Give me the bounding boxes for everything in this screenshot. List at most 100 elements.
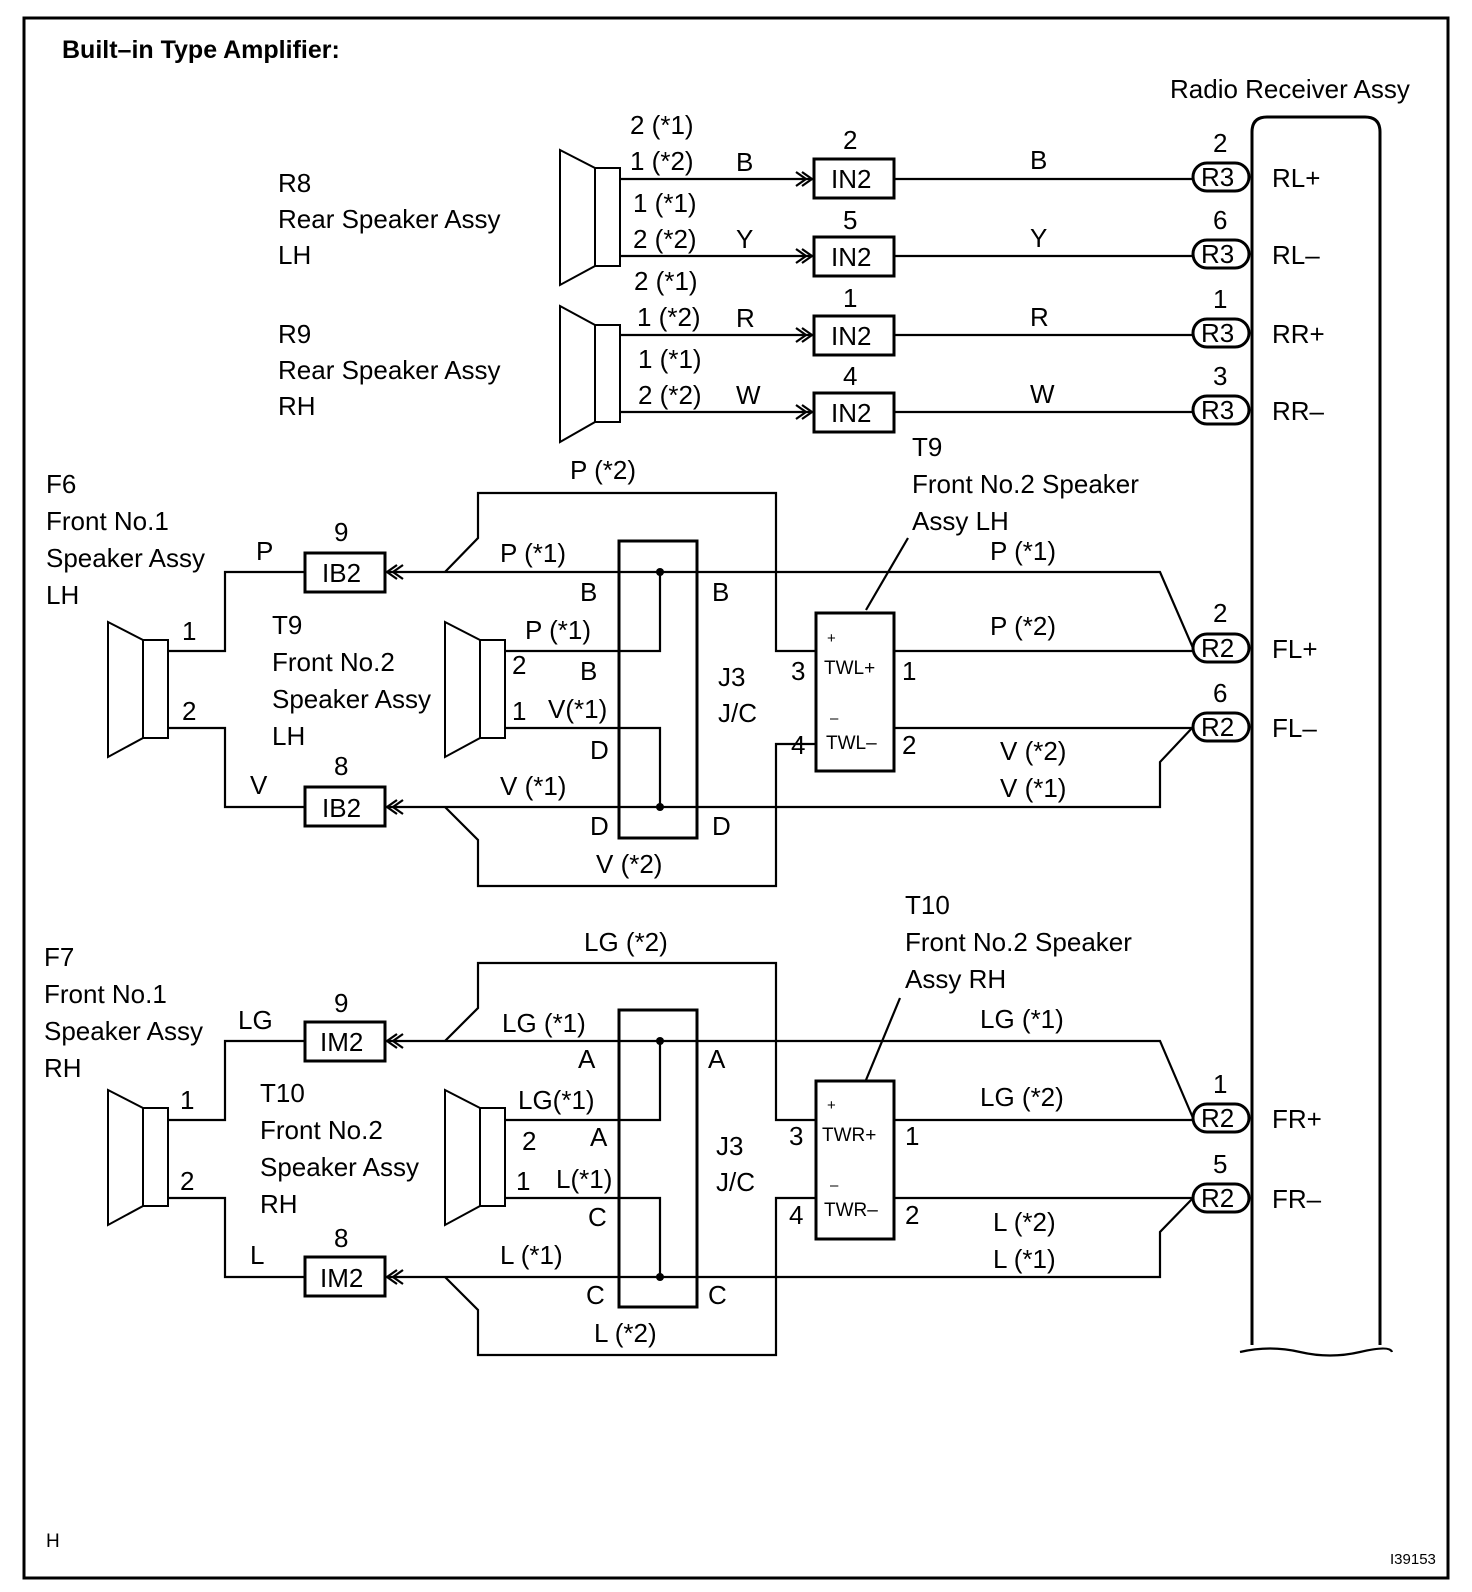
pin-number: 3 (791, 656, 805, 686)
pin-number: 8 (334, 751, 348, 781)
jc-terminal: B (712, 577, 729, 607)
jc-box-rh (617, 1008, 699, 1309)
wire-color: Y (736, 224, 753, 254)
r9-name: Rear Speaker Assy (278, 355, 501, 385)
wire-label: P (*1) (990, 536, 1056, 566)
jc-code: J3 (718, 662, 745, 692)
pin-number: 1 (902, 656, 916, 686)
jc-code: J3 (716, 1131, 743, 1161)
im2-connector (303, 1020, 387, 1063)
pin-label: 1 (*1) (638, 344, 702, 374)
footer-left-code: H (46, 1531, 60, 1552)
f6-speaker-icon (107, 620, 169, 759)
terminal-rl-plus: RL+ (1272, 163, 1320, 193)
connector-r3: R3 (1201, 395, 1234, 425)
pin-number: 1 (905, 1121, 919, 1151)
pin-label: 2 (*1) (634, 266, 698, 296)
r9-speaker-icon (559, 304, 621, 444)
jc-terminal: A (578, 1044, 596, 1074)
pin-number: 1 (516, 1166, 530, 1196)
t9-speaker-icon (444, 620, 506, 759)
pin-number: 2 (180, 1166, 194, 1196)
im2-connector (303, 1255, 387, 1298)
wire-color: B (1030, 145, 1047, 175)
front-lh-wires (168, 491, 1195, 888)
pin-label: 1 (*1) (633, 188, 697, 218)
pin-number: 2 (1213, 128, 1227, 158)
pin-number: 3 (789, 1121, 803, 1151)
terminal-rr-plus: RR+ (1272, 319, 1325, 349)
r8-speaker-icon (559, 148, 621, 287)
t9-inner-side: LH (272, 721, 305, 751)
radio-receiver-label: Radio Receiver Assy (1170, 74, 1410, 104)
wire-label: LG (*1) (980, 1004, 1064, 1034)
terminal-fl-plus: FL+ (1272, 634, 1318, 664)
wire-label: LG (*2) (584, 927, 668, 957)
pin-number: 4 (791, 730, 805, 760)
connector-ib2: IB2 (322, 558, 361, 588)
wire-color: W (1030, 379, 1055, 409)
jc-terminal: A (590, 1122, 608, 1152)
twl-minus: TWL– (826, 733, 877, 754)
pin-label: 2 (*1) (630, 110, 694, 140)
twr-plus: TWR+ (822, 1125, 876, 1146)
f6-name-2: Speaker Assy (46, 543, 205, 573)
wire-label: L (*2) (993, 1207, 1056, 1237)
wire-label: L (*1) (993, 1244, 1056, 1274)
pin-number: 1 (182, 616, 196, 646)
wire-label: L (*1) (500, 1240, 563, 1270)
jc-terminal: D (712, 811, 731, 841)
jc-terminal: D (590, 811, 609, 841)
pin-number: 5 (1213, 1149, 1227, 1179)
f7-name: Front No.1 (44, 979, 167, 1009)
wire-label: L(*1) (556, 1164, 612, 1194)
connector-r2: R2 (1201, 1103, 1234, 1133)
t9-inner-name-2: Speaker Assy (272, 684, 431, 714)
radio-receiver-body (1250, 115, 1382, 1345)
twr-minus: TWR– (824, 1200, 878, 1221)
wire-color: L (250, 1240, 264, 1270)
pin-label: 1 (*2) (630, 146, 694, 176)
jc-name: J/C (716, 1167, 755, 1197)
connector-im2: IM2 (320, 1263, 363, 1293)
diagram-frame (22, 16, 1450, 1580)
wire-label: P (*2) (990, 611, 1056, 641)
pin-number: 2 (512, 650, 526, 680)
connector-r2: R2 (1201, 1183, 1234, 1213)
f7-speaker-icon (107, 1088, 169, 1227)
terminal-fl-minus: FL– (1272, 713, 1317, 743)
pin-number: 8 (334, 1223, 348, 1253)
wire-label: LG (*1) (502, 1008, 586, 1038)
jc-terminal: B (580, 577, 597, 607)
pin-number: 3 (1213, 361, 1227, 391)
wire-label: V (*2) (1000, 736, 1066, 766)
pin-number: 1 (1213, 1069, 1227, 1099)
pin-number: 2 (902, 730, 916, 760)
pin-label: 2 (*2) (633, 224, 697, 254)
t10-top-name-2: Assy RH (905, 964, 1006, 994)
jc-terminal: B (580, 656, 597, 686)
pin-number: 1 (843, 283, 857, 313)
f7-code: F7 (44, 942, 74, 972)
f7-name-2: Speaker Assy (44, 1016, 203, 1046)
jc-terminal: C (586, 1280, 605, 1310)
pin-number: 9 (334, 517, 348, 547)
connector-r3: R3 (1201, 239, 1234, 269)
t10-top-code: T10 (905, 890, 950, 920)
f7-side: RH (44, 1053, 82, 1083)
jc-box-lh (617, 539, 699, 840)
t9-top-code: T9 (912, 432, 942, 462)
diagram-title: Built–in Type Amplifier: (62, 36, 340, 64)
wire-label: V (*1) (500, 771, 566, 801)
wire-label: V (*1) (1000, 773, 1066, 803)
wire-color: LG (238, 1005, 273, 1035)
r9-side: RH (278, 391, 316, 421)
receiver-connectors (1191, 161, 1251, 1214)
t9-top-name: Front No.2 Speaker (912, 469, 1139, 499)
wire-label: LG (*2) (980, 1082, 1064, 1112)
wire-label: P (*1) (500, 538, 566, 568)
t10-inner-side: RH (260, 1189, 298, 1219)
jc-terminal: C (708, 1280, 727, 1310)
jc-terminal: D (590, 735, 609, 765)
pin-number: 2 (1213, 598, 1227, 628)
